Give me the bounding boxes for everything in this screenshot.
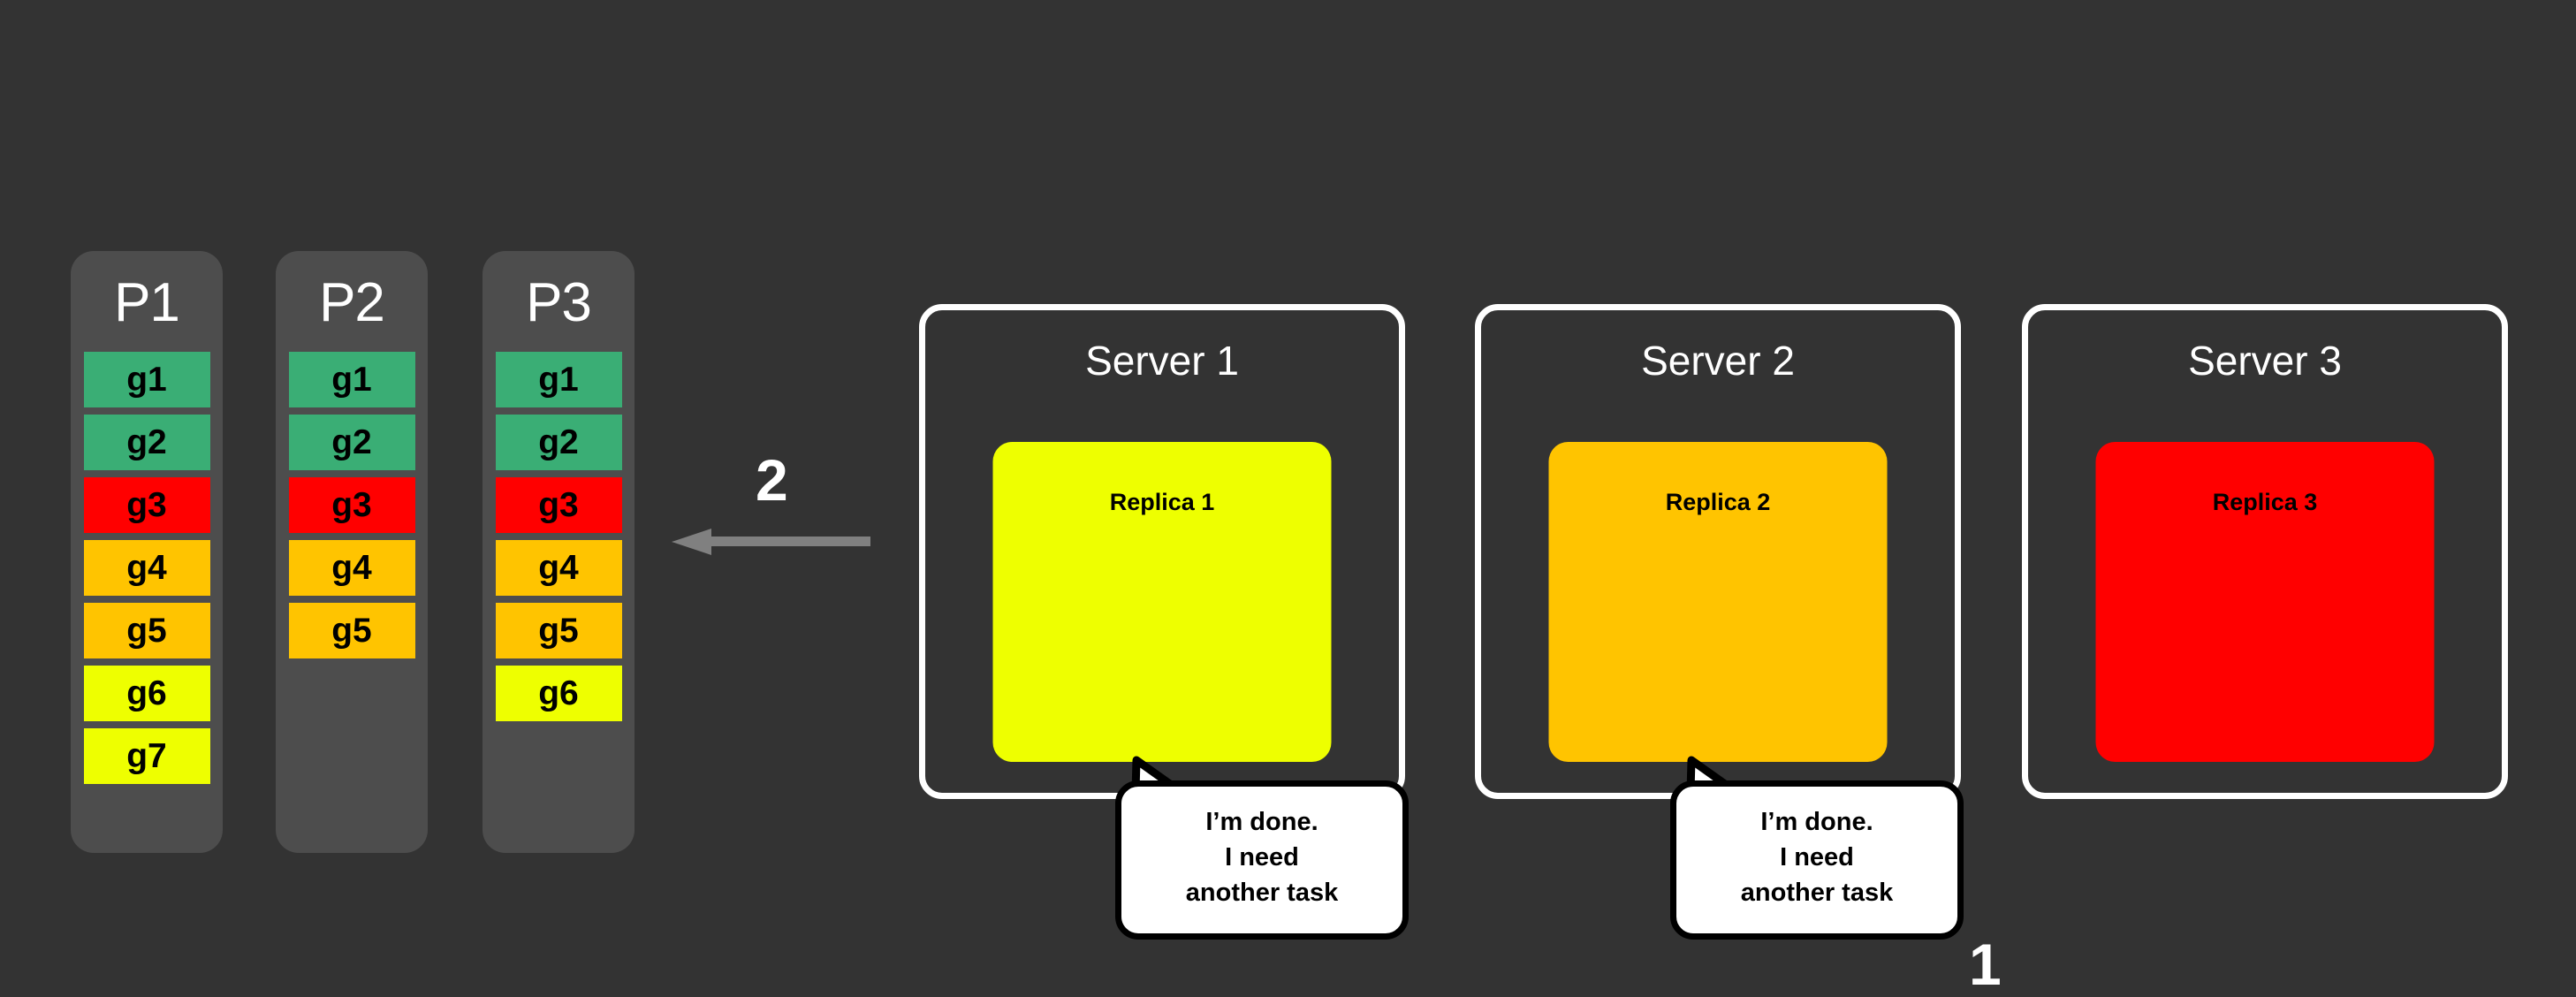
group-chip: g3 [83, 477, 210, 533]
step-number-1: 1 [1969, 932, 2002, 997]
group-chip: g3 [288, 477, 415, 533]
speech-bubble-text: I’m done. I need another task [1740, 808, 1894, 908]
replica-label: Replica 3 [2212, 489, 2318, 515]
speech-bubble-text: I’m done. I need another task [1185, 808, 1339, 908]
group-chip: g3 [495, 477, 622, 533]
replica-box-1: Replica 1 [992, 442, 1332, 762]
speech-bubble-server-1: I’m done. I need another task [1115, 756, 1409, 940]
server-title: Server 3 [2188, 338, 2342, 384]
partition-title: P1 [114, 272, 180, 333]
group-chip: g1 [83, 352, 210, 407]
replica-label: Replica 1 [1109, 489, 1215, 515]
server-title: Server 2 [1641, 338, 1795, 384]
group-chip: g2 [288, 415, 415, 470]
group-chip: g6 [495, 666, 622, 721]
group-chip: g4 [495, 540, 622, 596]
group-chip: g2 [495, 415, 622, 470]
server-box-1: Server 1 Replica 1 [919, 304, 1405, 799]
group-chip: g5 [288, 603, 415, 658]
group-chip: g1 [288, 352, 415, 407]
group-chip: g6 [83, 666, 210, 721]
partition-column-p2: P2 g1 g2 g3 g4 g5 [276, 251, 428, 853]
group-chip: g5 [83, 603, 210, 658]
speech-bubble-server-2: I’m done. I need another task [1670, 756, 1964, 940]
group-chip: g2 [83, 415, 210, 470]
speech-bubble-body [1670, 780, 1964, 940]
group-chip: g4 [288, 540, 415, 596]
server-title: Server 1 [1085, 338, 1239, 384]
server-box-2: Server 2 Replica 2 [1475, 304, 1961, 799]
group-chip: g5 [495, 603, 622, 658]
group-list: g1 g2 g3 g4 g5 g6 [483, 352, 635, 721]
partition-column-p1: P1 g1 g2 g3 g4 g5 g6 g7 [71, 251, 223, 853]
partition-title: P3 [526, 272, 592, 333]
replica-label: Replica 2 [1665, 489, 1771, 515]
group-list: g1 g2 g3 g4 g5 [276, 352, 428, 658]
group-chip: g7 [83, 728, 210, 784]
step-number-2: 2 [756, 447, 788, 513]
arrow-head-icon [672, 529, 711, 555]
group-chip: g1 [495, 352, 622, 407]
flow-arrow-left [672, 529, 870, 555]
partition-column-p3: P3 g1 g2 g3 g4 g5 g6 [483, 251, 635, 853]
speech-bubble-body [1115, 780, 1409, 940]
group-chip: g4 [83, 540, 210, 596]
arrow-shaft [709, 537, 870, 546]
replica-box-3: Replica 3 [2095, 442, 2435, 762]
replica-box-2: Replica 2 [1548, 442, 1888, 762]
group-list: g1 g2 g3 g4 g5 g6 g7 [71, 352, 223, 784]
partition-title: P2 [319, 272, 385, 333]
server-box-3: Server 3 Replica 3 [2022, 304, 2508, 799]
